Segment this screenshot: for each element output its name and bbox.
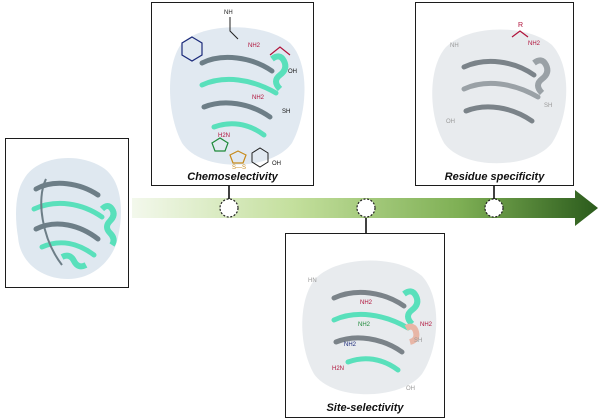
residue-nh-label: NH [450,43,459,49]
residue-oh-label: OH [446,119,455,125]
site-hn-label: HN [308,278,317,284]
chemoselectivity-image: NH NH2 OH SH NH2 H2N S—S OH [170,10,305,171]
residue-specificity-panel: R NH2 NH SH OH Residue specificity [415,2,574,186]
chem-nh2-label-2: NH2 [252,95,265,101]
chem-nh-label: NH [224,10,233,16]
timeline-node-residue [484,198,504,218]
site-sh-label: SH [414,338,422,344]
chemoselectivity-caption: Chemoselectivity [187,171,278,183]
site-nh2-label-4: NH2 [344,342,357,348]
residue-specificity-image: R NH2 NH SH OH [432,22,567,164]
chem-sh-label: SH [282,109,290,115]
native-protein-image [16,157,121,279]
native-protein-panel [5,138,129,288]
timeline-node-chemo [219,198,239,218]
chem-nh2-label-1: NH2 [248,43,261,49]
residue-sh-label: SH [544,103,552,109]
residue-nh2-label: NH2 [528,41,541,47]
chem-oh-label-2: OH [272,161,281,167]
timeline-node-site [356,198,376,218]
site-selectivity-caption: Site-selectivity [326,402,404,414]
chem-h2n-label: H2N [218,133,230,139]
chem-r-label: R [518,22,523,29]
chem-oh-label-1: OH [288,69,297,75]
chemoselectivity-panel: NH NH2 OH SH NH2 H2N S—S OH Chemoselecti… [151,2,314,186]
residue-specificity-caption: Residue specificity [444,171,545,183]
site-oh-label: OH [406,386,415,392]
site-nh2-label-3: NH2 [420,322,433,328]
site-nh2-label-1: NH2 [360,300,373,306]
site-selectivity-panel: NH2 NH2 NH2 NH2 H2N HN SH OH Site-select… [285,233,445,418]
site-h2n-label: H2N [332,366,344,372]
chem-ss-label: S—S [232,165,246,171]
site-nh2-label-2: NH2 [358,322,371,328]
site-selectivity-image: NH2 NH2 NH2 NH2 H2N HN SH OH [302,260,437,395]
